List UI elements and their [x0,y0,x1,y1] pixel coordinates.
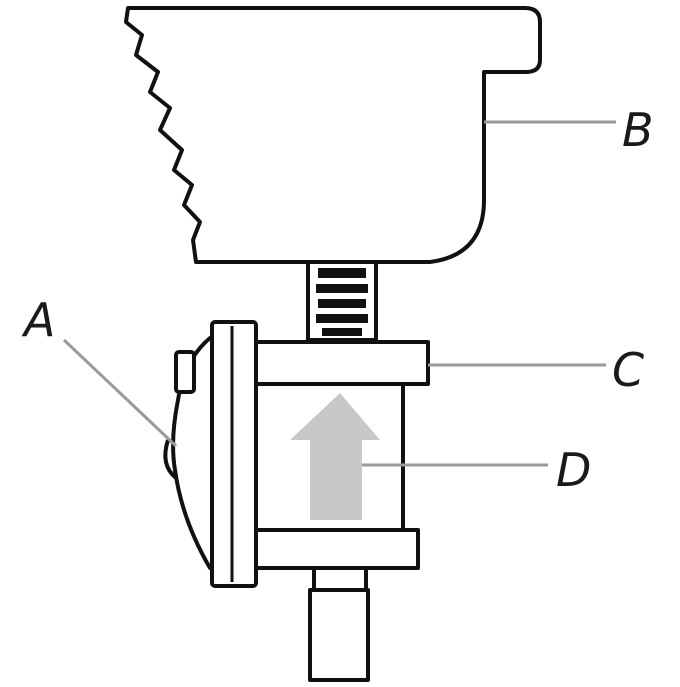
label-c: C [612,343,644,397]
upper-housing [124,6,542,264]
leader-line-a [62,338,178,448]
label-a: A [21,293,55,347]
direction-arrow [290,393,380,520]
threaded-shaft [306,260,378,342]
lower-shaft [308,566,370,682]
label-d: D [556,443,591,497]
label-b: B [622,103,654,157]
side-knob-assembly [163,320,258,588]
